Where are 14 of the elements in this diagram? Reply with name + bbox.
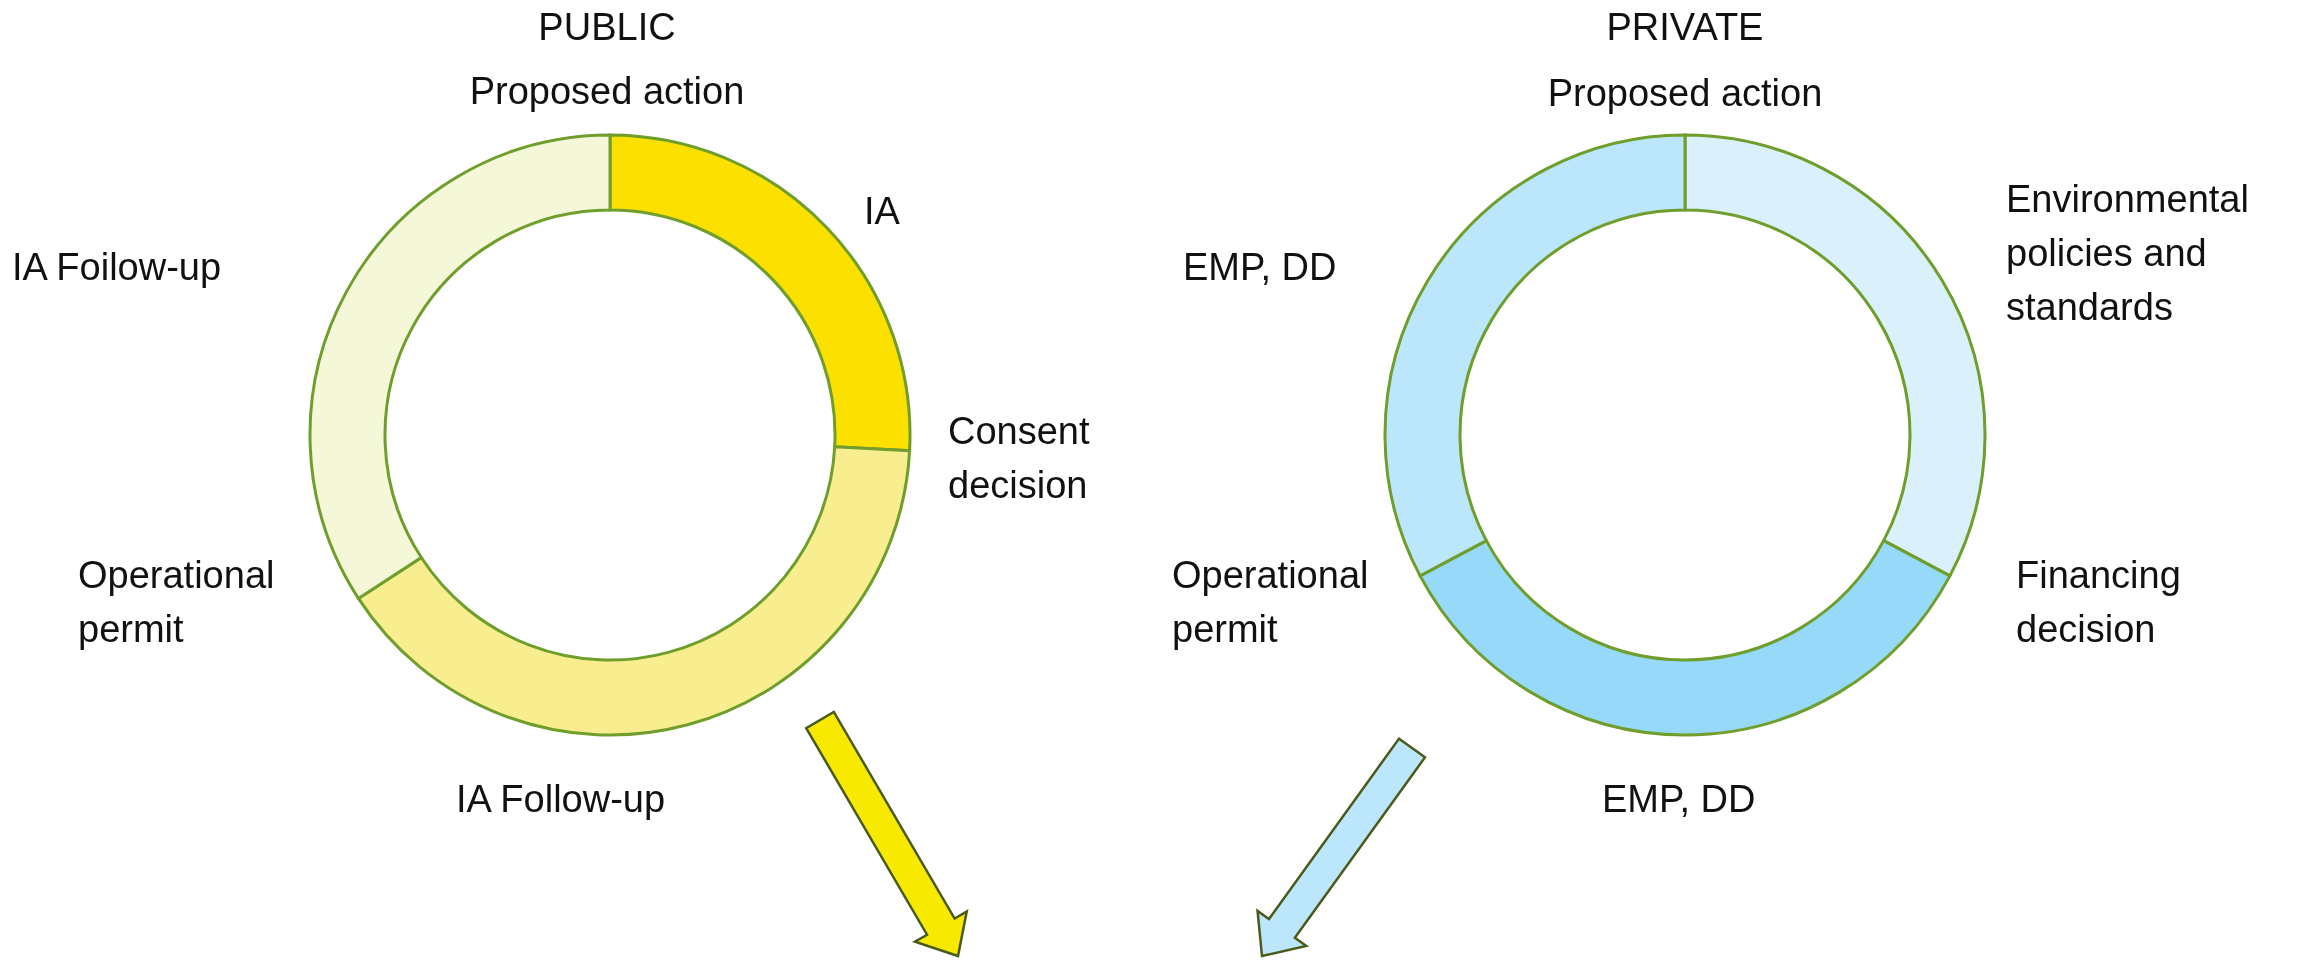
segment-label: EMP, DD [1602, 777, 1757, 822]
segment-label: PUBLIC [537, 5, 677, 50]
segment-label: Environmental policies and standards [2006, 177, 2250, 330]
segment-label: IA [864, 189, 901, 234]
segment-label: Operational permit [78, 553, 276, 652]
segment-label: IA Foilow-up [12, 245, 223, 290]
segment-label: IA Follow-up [456, 777, 667, 822]
segment-label: Operational permit [1172, 553, 1370, 652]
segment-label: Proposed action [1546, 71, 1824, 116]
segment-label: Financing decision [2016, 553, 2182, 652]
segment-label: Consent decision [948, 409, 1091, 508]
segment-label: PRIVATE [1605, 5, 1765, 50]
segment-label: Proposed action [468, 69, 746, 114]
segment-label: EMP, DD [1183, 245, 1338, 290]
